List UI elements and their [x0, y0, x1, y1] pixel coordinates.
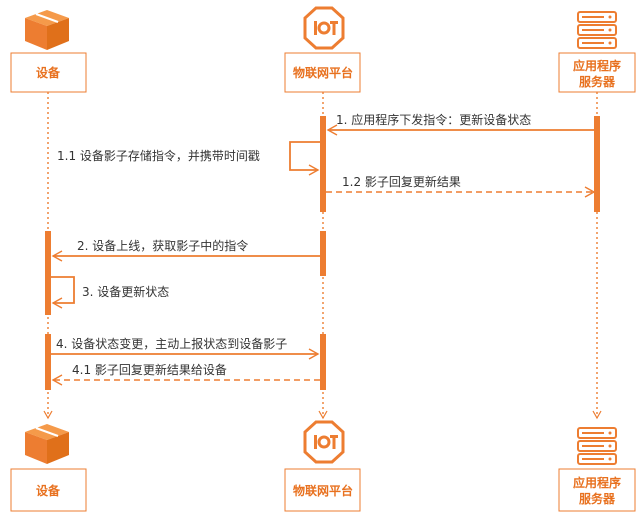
- participant-box-server-top: [558, 52, 636, 93]
- message-label-2: 2. 设备上线，获取影子中的指令: [77, 238, 248, 253]
- server-icon: [577, 427, 617, 465]
- message-label-4-1: 4.1 影子回复更新结果给设备: [72, 362, 227, 377]
- activation-platform-3: [320, 334, 326, 390]
- participant-label-server-bottom-line2: 服务器: [579, 491, 616, 506]
- participant-label-server-top-line2: 服务器: [579, 74, 616, 89]
- message-label-3: 3. 设备更新状态: [82, 284, 169, 299]
- participant-label-platform-bottom: 物联网平台: [293, 483, 353, 498]
- iot-logo-icon: [303, 420, 345, 464]
- box-icon: [25, 10, 69, 50]
- participant-box-platform-bottom: [284, 468, 361, 512]
- activation-device-2: [45, 334, 51, 390]
- message-arrow-1-1: [289, 141, 320, 176]
- server-icon: [577, 11, 617, 49]
- participant-label-server-top-line1: 应用程序: [573, 58, 621, 73]
- box-icon: [25, 424, 69, 464]
- activation-device-1: [45, 231, 51, 315]
- iot-logo-icon: [303, 6, 345, 50]
- message-label-1-2: 1.2 影子回复更新结果: [342, 174, 461, 189]
- message-label-1: 1. 应用程序下发指令：更新设备状态: [336, 112, 531, 127]
- activation-platform-1: [320, 116, 326, 212]
- message-label-1-1: 1.1 设备影子存储指令，并携带时间戳: [57, 148, 260, 163]
- message-label-4: 4. 设备状态变更，主动上报状态到设备影子: [56, 336, 287, 351]
- participant-box-device-top: [10, 52, 87, 93]
- message-arrow-3: [51, 276, 75, 309]
- participant-label-device-top: 设备: [36, 65, 61, 80]
- participant-box-server-bottom: [558, 468, 636, 512]
- participant-label-device-bottom: 设备: [36, 483, 61, 498]
- participant-label-server-bottom-line1: 应用程序: [573, 475, 621, 490]
- participant-box-device-bottom: [10, 468, 87, 512]
- activation-platform-2: [320, 231, 326, 276]
- activation-server-1: [594, 116, 600, 212]
- participant-label-platform-top: 物联网平台: [293, 65, 353, 80]
- participant-box-platform-top: [284, 52, 361, 93]
